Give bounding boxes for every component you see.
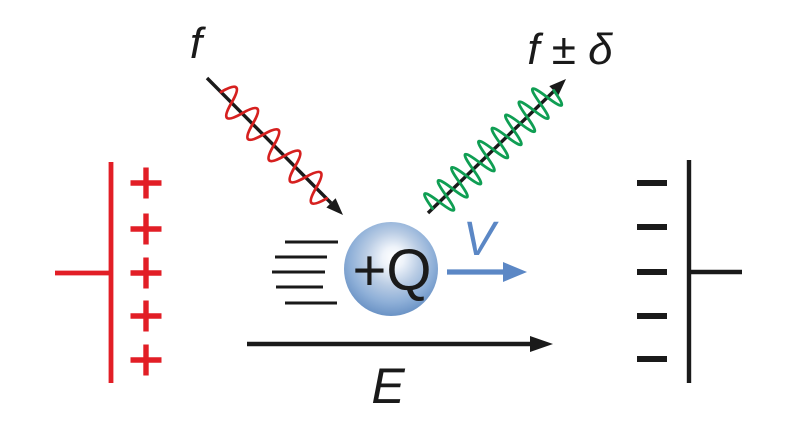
motion-lines	[272, 240, 338, 305]
minus-icon	[637, 269, 667, 275]
velocity-vector: V	[447, 213, 527, 282]
scattered-wave-icon	[423, 87, 564, 212]
minus-icon	[637, 224, 667, 230]
incident-arrow-shaft	[205, 76, 333, 205]
charge-label: +Q	[353, 238, 432, 303]
minus-icon	[637, 313, 667, 319]
efield-arrowhead-icon	[530, 336, 553, 352]
incident-arrowhead-icon	[326, 198, 343, 215]
plus-icon	[130, 257, 162, 289]
right-negative-plate	[637, 160, 742, 383]
scattered-photon: f ± δ	[423, 25, 613, 215]
scattered-frequency-label: f ± δ	[527, 25, 613, 74]
left-positive-plate	[55, 162, 162, 383]
plus-icon	[130, 213, 162, 245]
velocity-label: V	[463, 213, 499, 266]
plus-icon	[130, 344, 162, 376]
incident-wave-icon	[219, 85, 329, 206]
incident-frequency-label: f	[190, 19, 207, 68]
electric-field-vector: E	[247, 336, 553, 414]
charged-particle: +Q	[272, 222, 438, 316]
scattered-arrowhead-icon	[549, 79, 566, 96]
plus-symbols	[130, 167, 162, 376]
minus-icon	[637, 180, 667, 186]
minus-icon	[637, 356, 667, 362]
charge-sphere	[344, 222, 438, 316]
incident-photon: f	[190, 19, 343, 215]
minus-symbols	[637, 180, 667, 362]
velocity-arrowhead-icon	[503, 262, 527, 282]
plus-icon	[130, 300, 162, 332]
plus-icon	[130, 167, 162, 199]
electric-field-label: E	[371, 358, 405, 414]
